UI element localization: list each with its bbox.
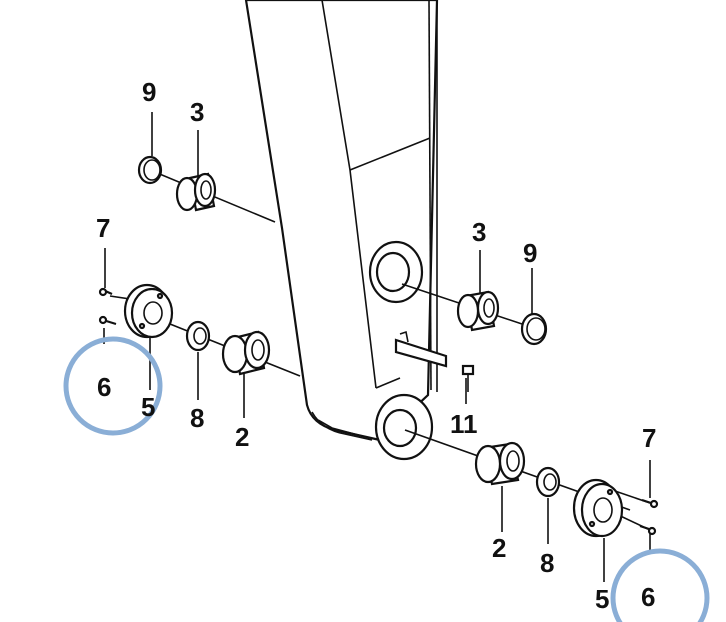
screw-7-right [641, 498, 659, 509]
highlight-circle-left [63, 336, 163, 436]
bushing-2-right [474, 441, 526, 486]
callout-3-top: 3 [190, 97, 204, 127]
callout-8-right: 8 [540, 548, 554, 578]
flange-5-left [123, 283, 174, 339]
highlight-circle-right [610, 548, 710, 622]
callout-9-top: 9 [142, 77, 156, 107]
o-ring-9-top [137, 155, 163, 185]
callout-3-mid: 3 [472, 217, 486, 247]
pin-6-right [639, 524, 657, 536]
callout-2-right: 2 [492, 533, 506, 563]
flange-5-right [572, 478, 624, 538]
shim-8-right [535, 466, 561, 498]
callout-labels: 9 3 7 3 9 6 5 8 2 11 7 2 8 5 6 [96, 77, 656, 614]
lower-pin-boss [374, 393, 434, 461]
callout-2-left: 2 [235, 422, 249, 452]
callout-5-right: 5 [595, 584, 609, 614]
callout-7-right: 7 [642, 423, 656, 453]
pin-6-left [98, 315, 117, 326]
upper-pin-boss [368, 240, 424, 304]
callout-9-mid: 9 [523, 238, 537, 268]
boom-arm [244, 0, 439, 442]
shim-8-left [185, 320, 211, 352]
bushing-2-left [221, 330, 271, 376]
callout-7-left: 7 [96, 213, 110, 243]
bushing-3-mid [456, 290, 500, 332]
callout-6-right: 6 [641, 582, 655, 612]
o-ring-9-mid [520, 312, 548, 346]
bushing-3-top [175, 172, 217, 212]
screw-7-left [98, 287, 113, 297]
grease-bracket [394, 330, 475, 392]
callout-5-left: 5 [141, 392, 155, 422]
leader-lines [103, 112, 651, 582]
callout-6-left: 6 [97, 372, 111, 402]
callout-8-left: 8 [190, 403, 204, 433]
callout-11: 11 [450, 409, 478, 439]
